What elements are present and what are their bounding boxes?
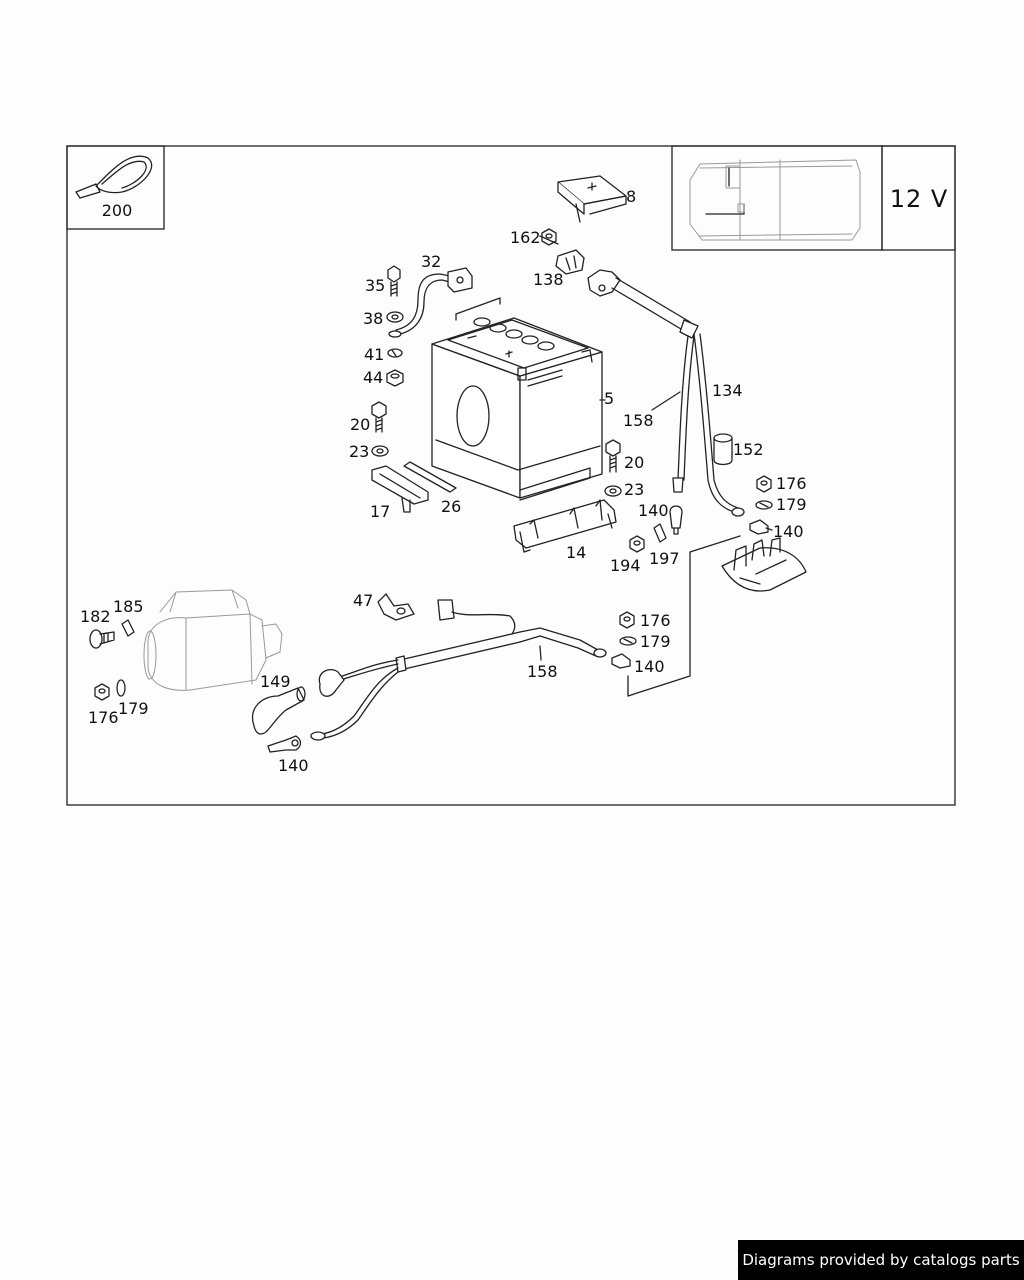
callout-134: 134: [712, 381, 743, 400]
leader-lines: [539, 235, 681, 661]
ground-strap-32: [388, 267, 473, 338]
bolt-20-right: [605, 439, 621, 473]
callout-158-upper: 158: [623, 411, 654, 430]
callout-176-a: 176: [776, 474, 807, 493]
callout-140-c: 140: [278, 756, 309, 775]
callout-17: 17: [370, 502, 390, 521]
nut-176-a: [756, 475, 772, 493]
spring-washer-179-a: [755, 500, 773, 510]
callout-5: 5: [604, 389, 614, 408]
sleeve-152: [713, 433, 733, 466]
callout-140-d: 140: [634, 657, 665, 676]
clip-185: [121, 619, 135, 637]
callout-23-right: 23: [624, 480, 644, 499]
washer-38: [386, 311, 404, 323]
bracket-47: [377, 593, 415, 621]
callout-152: 152: [733, 440, 764, 459]
callout-179-c: 179: [640, 632, 671, 651]
callout-14: 14: [566, 543, 586, 562]
callout-32: 32: [421, 252, 441, 271]
main-cable-158: [310, 599, 607, 741]
starter-motor: [143, 589, 283, 691]
vehicle-location-icon: [689, 159, 861, 241]
callout-20-left: 20: [350, 415, 370, 434]
callout-23-left: 23: [349, 442, 369, 461]
bolt-35: [387, 265, 401, 297]
connection-bracket: [627, 535, 741, 697]
cable-lug-140-a: [669, 505, 683, 535]
battery: [431, 297, 603, 501]
callout-138: 138: [533, 270, 564, 289]
cable-tie-box: [66, 145, 165, 230]
cable-lug-140-d: [611, 653, 631, 669]
callout-140-a: 140: [638, 501, 669, 520]
callout-176-c: 176: [640, 611, 671, 630]
callout-44: 44: [363, 368, 383, 387]
callout-179-b: 179: [118, 699, 149, 718]
nut-176-c: [619, 611, 635, 629]
callout-176-b: 176: [88, 708, 119, 727]
footer-credit: Diagrams provided by catalogs parts: [738, 1240, 1024, 1280]
voltage-label: 12 V: [890, 185, 949, 213]
bolt-20-left: [371, 401, 387, 433]
callout-47: 47: [353, 591, 373, 610]
callout-20-right: 20: [624, 453, 644, 472]
junction-block: [721, 537, 807, 592]
callout-labels: 8 162 138 32 35 38 41 44 20 23 17 26 5 1…: [80, 187, 807, 775]
battery-cable-134: [587, 269, 745, 517]
cable-lug-140-b: [749, 519, 773, 535]
diagram-frame: [66, 145, 956, 806]
callout-35: 35: [365, 276, 385, 295]
callout-179-a: 179: [776, 495, 807, 514]
callout-26: 26: [441, 497, 461, 516]
hold-down-clamp-17: [371, 465, 429, 513]
clip-197: [653, 523, 667, 543]
washer-23-left: [371, 445, 389, 457]
screw-182: [89, 629, 115, 649]
strip-26: [403, 461, 457, 493]
callout-38: 38: [363, 309, 383, 328]
callout-197: 197: [649, 549, 680, 568]
voltage-box: [881, 145, 956, 251]
nut-44: [386, 369, 404, 387]
cable-tie-icon: [75, 155, 153, 199]
washer-23-right: [604, 485, 622, 497]
callout-194: 194: [610, 556, 641, 575]
terminal-boot-149: [252, 686, 306, 735]
callout-185: 185: [113, 597, 144, 616]
callout-149: 149: [260, 672, 291, 691]
spring-washer-179-b: [116, 679, 126, 697]
callout-8: 8: [626, 187, 636, 206]
spring-washer-41: [387, 348, 403, 358]
battery-tray-14: [513, 499, 617, 553]
nut-176-b: [94, 683, 110, 701]
nut-194: [629, 535, 645, 553]
terminal-cover-8: [557, 175, 627, 223]
callout-182: 182: [80, 607, 111, 626]
spring-washer-179-c: [619, 636, 637, 646]
cable-lug-140-c: [267, 735, 302, 753]
terminal-clamp-138: [555, 249, 585, 275]
callout-140-b: 140: [773, 522, 804, 541]
cable-tie-part-number: 200: [102, 201, 133, 220]
callout-158-lower: 158: [527, 662, 558, 681]
callout-162: 162: [510, 228, 541, 247]
callout-41: 41: [364, 345, 384, 364]
